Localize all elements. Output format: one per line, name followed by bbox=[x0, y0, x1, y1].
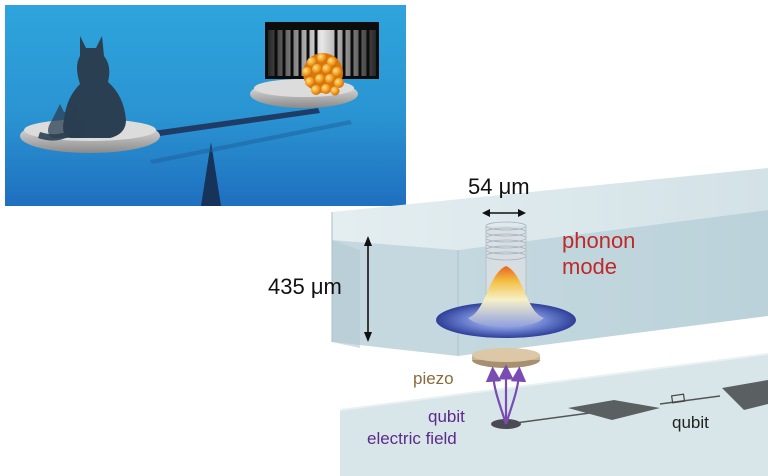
width-label: 54 μm bbox=[468, 176, 530, 198]
inset-balance-illustration bbox=[5, 5, 406, 206]
phonon-label-line1: phonon bbox=[562, 228, 635, 254]
phonon-label-line2: mode bbox=[562, 254, 635, 280]
phonon-mode-label: phonon mode bbox=[562, 228, 635, 280]
piezo-disk bbox=[472, 348, 540, 368]
qubit-label-right: qubit bbox=[672, 414, 709, 431]
height-label: 435 μm bbox=[268, 276, 342, 298]
electric-field-label: electric field bbox=[367, 430, 457, 447]
piezo-label: piezo bbox=[413, 370, 454, 387]
qubit-label-left: qubit bbox=[428, 408, 465, 425]
